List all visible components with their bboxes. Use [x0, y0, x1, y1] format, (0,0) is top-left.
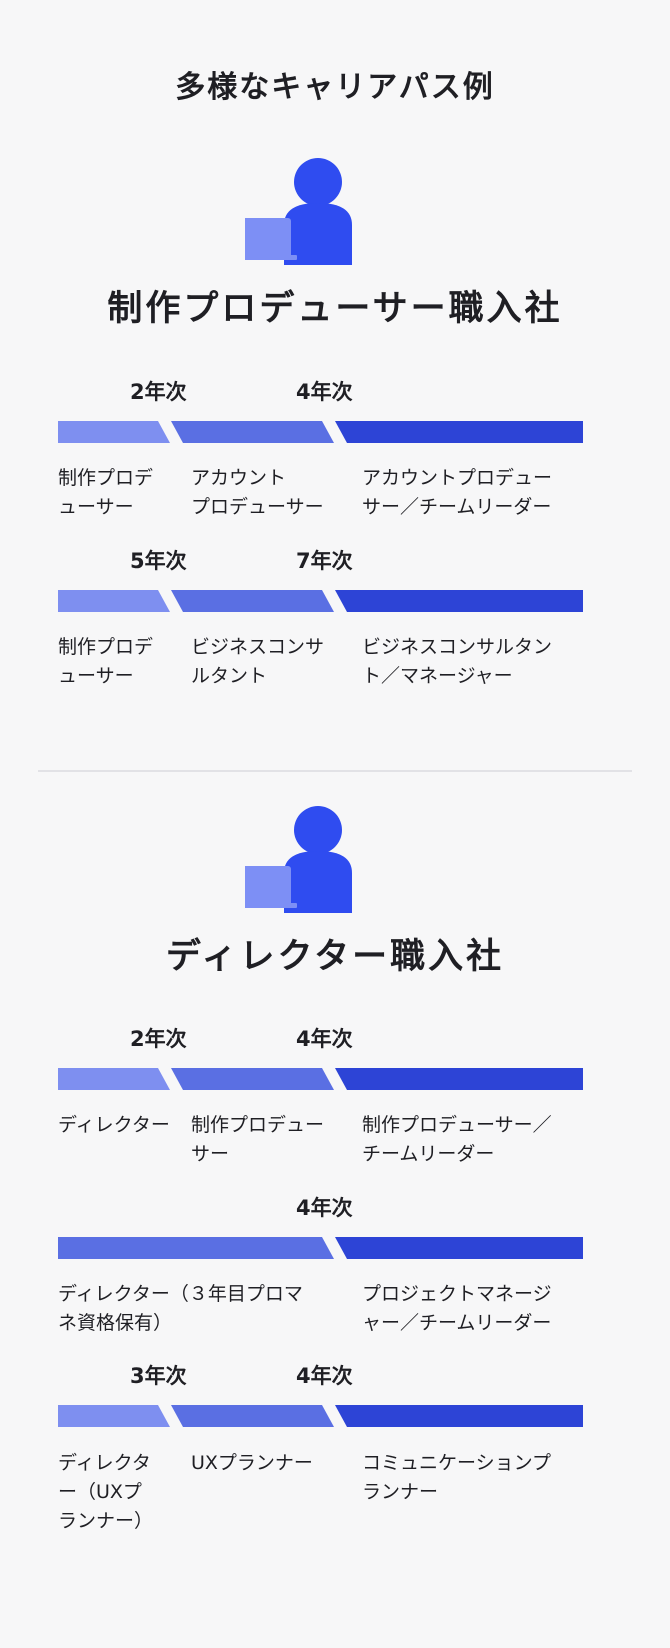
stage-label: アカウントプロデュー サー／チームリーダー — [362, 467, 553, 518]
stage-segment — [335, 1068, 583, 1090]
stage-segment — [335, 590, 583, 612]
year-label: 4年次 — [296, 1027, 353, 1051]
stage-label: アカウント プロデューサー — [191, 467, 324, 518]
stage-label: UXプランナー — [191, 1452, 313, 1474]
career-path-5: 3年次 4年次 ディレクタ ー（UXプ ランナー） UXプランナー コミュニケー… — [58, 1360, 618, 1532]
stage-label: 制作プロデ ューサー — [58, 636, 154, 687]
year-label: 3年次 — [130, 1364, 187, 1388]
stage-label: ビジネスコンサ ルタント — [191, 636, 325, 687]
person-laptop-icon — [245, 158, 352, 265]
timeline-bar — [58, 421, 583, 443]
career-path-4: 4年次 ディレクター（３年目プロマ ネ資格保有） プロジェクトマネージ ャー／チ… — [58, 1192, 618, 1334]
stage-label: コミュニケーションプ ランナー — [362, 1452, 552, 1503]
stage-label: ディレクター — [58, 1114, 170, 1136]
year-label: 4年次 — [296, 1196, 353, 1220]
year-label: 7年次 — [296, 549, 353, 573]
timeline-bar — [58, 1068, 583, 1090]
year-label: 4年次 — [296, 1364, 353, 1388]
year-label: 5年次 — [130, 549, 187, 573]
stage-segment — [58, 1237, 334, 1259]
stage-segment — [58, 1068, 170, 1090]
stage-segment — [58, 1405, 170, 1427]
stage-label: 制作プロデュー サー — [191, 1114, 325, 1165]
stage-segment — [171, 1068, 334, 1090]
timeline-bar — [58, 1405, 583, 1427]
timeline-bar — [58, 590, 583, 612]
stage-segment — [58, 590, 170, 612]
stage-label: ディレクター（３年目プロマ ネ資格保有） — [58, 1283, 303, 1334]
stage-label: ディレクタ ー（UXプ ランナー） — [58, 1452, 154, 1532]
stage-segment — [58, 421, 170, 443]
stage-label: プロジェクトマネージ ャー／チームリーダー — [362, 1283, 552, 1334]
section-divider — [38, 770, 632, 772]
year-label: 2年次 — [130, 380, 187, 404]
section-title-director: ディレクター職入社 — [165, 937, 505, 977]
year-label: 4年次 — [296, 380, 353, 404]
person-laptop-icon — [245, 806, 352, 913]
career-path-2: 5年次 7年次 制作プロデ ューサー ビジネスコンサ ルタント ビジネスコンサル… — [58, 545, 618, 687]
career-path-1: 2年次 4年次 制作プロデ ューサー アカウント プロデューサー アカウントプロ… — [58, 376, 618, 518]
page-title: 多様なキャリアパス例 — [175, 70, 495, 105]
stage-segment — [171, 1405, 334, 1427]
stage-label: 制作プロデ ューサー — [58, 467, 154, 518]
timeline-bar — [58, 1237, 583, 1259]
stage-segment — [335, 421, 583, 443]
year-label: 2年次 — [130, 1027, 187, 1051]
stage-label: ビジネスコンサルタン ト／マネージャー — [362, 636, 553, 687]
career-path-3: 2年次 4年次 ディレクター 制作プロデュー サー 制作プロデューサー／ チーム… — [58, 1023, 618, 1165]
stage-segment — [171, 421, 334, 443]
section-title-producer: 制作プロデューサー職入社 — [107, 289, 563, 329]
stage-segment — [335, 1237, 583, 1259]
stage-label: 制作プロデューサー／ チームリーダー — [362, 1114, 552, 1165]
stage-segment — [335, 1405, 583, 1427]
stage-segment — [171, 590, 334, 612]
